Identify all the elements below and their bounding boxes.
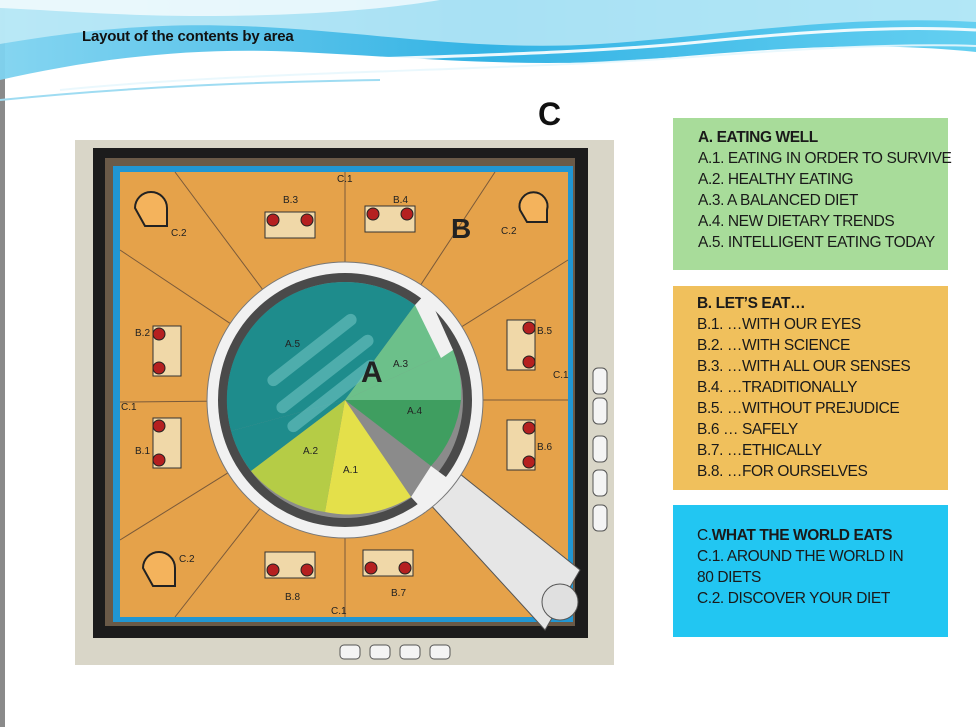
legend-b-item: B.6 … SAFELY (697, 421, 798, 438)
label-a5: A.5 (285, 339, 300, 350)
label-c1-right: C.1 (553, 370, 569, 381)
label-c1-left: C.1 (121, 402, 137, 413)
label-c1-bottom: C.1 (331, 606, 347, 617)
label-c2-ne: C.2 (501, 226, 517, 237)
label-c2-nw: C.2 (171, 228, 187, 239)
legend-b-item: B.1. …WITH OUR EYES (697, 316, 861, 333)
legend-area-a: A. EATING WELL A.1. EATING IN ORDER TO S… (673, 118, 952, 270)
label-b1: B.1 (135, 446, 150, 457)
sector-a4 (345, 400, 461, 466)
sector-a3 (345, 305, 453, 400)
label-b8: B.8 (285, 592, 300, 603)
sector-a3-ext (345, 350, 462, 400)
sector-a5-ext (231, 400, 345, 471)
legend-a-item: A.4. NEW DIETARY TRENDS (698, 213, 895, 230)
label-a1: A.1 (343, 465, 358, 476)
label-area-b: B (451, 213, 471, 244)
label-b6: B.6 (537, 442, 552, 453)
legend-c-item: C.1. AROUND THE WORLD IN (697, 548, 904, 565)
legend-a-item: A.2. HEALTHY EATING (698, 171, 854, 188)
sector-a1 (325, 400, 411, 515)
legend-c-item: C.2. DISCOVER YOUR DIET (697, 590, 890, 607)
label-b5: B.5 (537, 326, 552, 337)
legend-c-heading-title: WHAT THE WORLD EATS (711, 527, 893, 544)
legend-a-item: A.3. A BALANCED DIET (698, 192, 858, 209)
display-bars (267, 313, 377, 433)
sector-a2 (251, 400, 345, 512)
legend-b-item: B.3. …WITH ALL OUR SENSES (697, 358, 911, 375)
legend-area-c: C.WHAT THE WORLD EATS C.1. AROUND THE WO… (673, 505, 948, 637)
legend-c-heading-prefix: C. (697, 527, 712, 544)
legend-c-item: 80 DIETS (697, 569, 761, 586)
corridor-end (541, 583, 579, 621)
label-b3: B.3 (283, 195, 298, 206)
legend-area-b: B. LET’S EAT… B.1. …WITH OUR EYES B.2. …… (673, 286, 948, 490)
legend-a-item: A.5. INTELLIGENT EATING TODAY (698, 234, 935, 251)
external-pods (339, 367, 608, 660)
label-b7: B.7 (391, 588, 406, 599)
label-c2-sw: C.2 (179, 554, 195, 565)
legend-b-item: B.2. …WITH SCIENCE (697, 337, 850, 354)
legend-b-item: B.5. …WITHOUT PREJUDICE (697, 400, 900, 417)
slide-title: Layout of the contents by area (82, 28, 294, 45)
label-area-a: A (361, 356, 383, 389)
sector-a5 (226, 281, 345, 431)
legend-c-heading: C.WHAT THE WORLD EATS (697, 525, 948, 546)
label-a2: A.2 (303, 446, 318, 457)
sector-gap-se (411, 466, 450, 512)
label-c1-top: C.1 (337, 174, 353, 185)
floor-plan: A B A.1 A.2 A.3 A.4 A.5 B.1 B.2 B.3 B.4 … (75, 140, 614, 665)
header-wave-banner (0, 0, 976, 101)
legend-a-heading: A. EATING WELL (698, 129, 818, 146)
label-a3: A.3 (393, 359, 408, 370)
slide-left-border (0, 0, 5, 727)
legend-b-heading: B. LET’S EAT… (697, 295, 806, 312)
legend-b-item: B.7. …ETHICALLY (697, 442, 822, 459)
legend-b-item: B.4. …TRADITIONALLY (697, 379, 858, 396)
area-c-label: C (538, 96, 562, 132)
station-tables (152, 205, 536, 579)
sector-gap-ne (415, 292, 453, 358)
label-b4: B.4 (393, 195, 408, 206)
legend-b-item: B.8. …FOR OURSELVES (697, 463, 868, 480)
c2-pods (133, 191, 549, 587)
legend-a-item: A.1. EATING IN ORDER TO SURVIVE (698, 150, 952, 167)
label-b2: B.2 (135, 328, 150, 339)
label-a4: A.4 (407, 406, 422, 417)
